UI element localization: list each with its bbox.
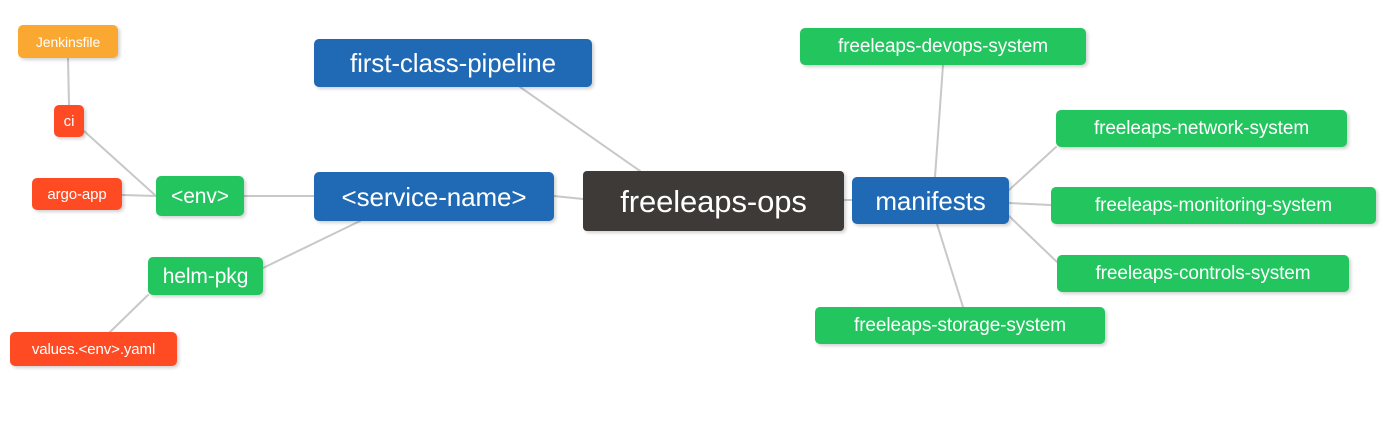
edge-service-name-to-freeleaps-ops bbox=[553, 195, 584, 200]
mindmap-node-helm-pkg[interactable]: helm-pkg bbox=[148, 257, 263, 295]
edge-argo-app-to-env bbox=[121, 194, 157, 197]
mindmap-node-freeleaps-monitoring-system[interactable]: freeleaps-monitoring-system bbox=[1051, 187, 1376, 224]
mindmap-node-values-yaml[interactable]: values.<env>.yaml bbox=[10, 332, 177, 366]
mindmap-node-manifests[interactable]: manifests bbox=[852, 177, 1009, 224]
mindmap-node-jenkinsfile[interactable]: Jenkinsfile bbox=[18, 25, 118, 58]
mindmap-node-argo-app[interactable]: argo-app bbox=[32, 178, 122, 210]
mindmap-node-env[interactable]: <env> bbox=[156, 176, 244, 216]
edge-manifests-to-freeleaps-devops-system bbox=[934, 64, 944, 178]
edge-values-yaml-to-helm-pkg bbox=[109, 294, 149, 333]
mindmap-node-freeleaps-network-system[interactable]: freeleaps-network-system bbox=[1056, 110, 1347, 147]
mindmap-node-service-name[interactable]: <service-name> bbox=[314, 172, 554, 221]
mindmap-node-ci[interactable]: ci bbox=[54, 105, 84, 137]
mindmap-node-freeleaps-ops[interactable]: freeleaps-ops bbox=[583, 171, 844, 231]
mindmap-node-freeleaps-devops-system[interactable]: freeleaps-devops-system bbox=[800, 28, 1086, 65]
mindmap-node-freeleaps-storage-system[interactable]: freeleaps-storage-system bbox=[815, 307, 1105, 344]
mindmap-node-freeleaps-controls-system[interactable]: freeleaps-controls-system bbox=[1057, 255, 1349, 292]
edge-manifests-to-freeleaps-storage-system bbox=[936, 223, 964, 308]
edge-jenkinsfile-to-ci bbox=[67, 57, 70, 106]
edge-first-class-pipeline-to-freeleaps-ops bbox=[519, 86, 641, 172]
edge-manifests-to-freeleaps-network-system bbox=[1008, 146, 1057, 191]
edge-manifests-to-freeleaps-monitoring-system bbox=[1008, 202, 1052, 206]
edge-helm-pkg-to-service-name bbox=[262, 220, 361, 269]
mindmap-node-first-class-pipeline[interactable]: first-class-pipeline bbox=[314, 39, 592, 87]
edge-manifests-to-freeleaps-controls-system bbox=[1008, 215, 1058, 263]
